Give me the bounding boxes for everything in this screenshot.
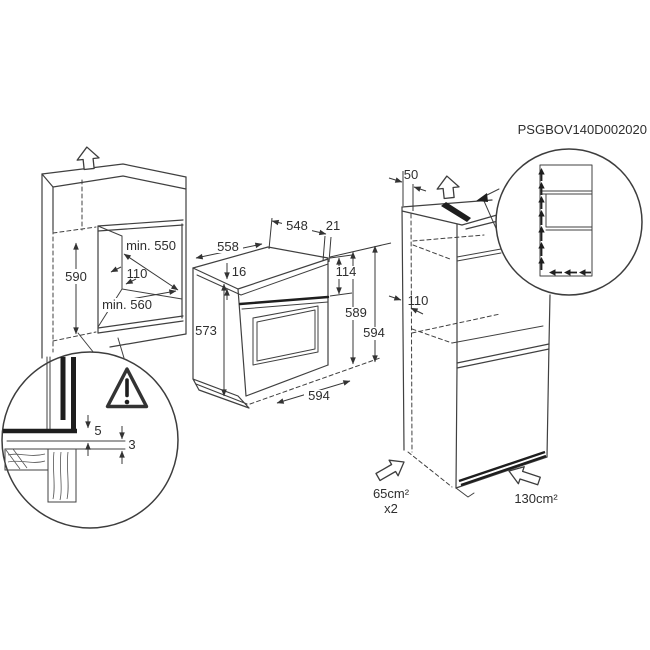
dim-oven-side-depth: 558 xyxy=(217,239,239,254)
right-cabinet-drawing xyxy=(375,171,551,498)
bottom-vent-strip xyxy=(458,450,547,487)
up-arrow-icon xyxy=(76,146,100,171)
dim-left-height: 590 xyxy=(65,269,87,284)
dim-left-clearance: 110 xyxy=(127,266,148,281)
built-in-oven-drawing xyxy=(192,217,392,409)
dim-oven-rim: 16 xyxy=(232,264,246,279)
dim-oven-top-depth: 548 xyxy=(286,218,308,233)
vent-arrow-right-icon xyxy=(508,466,541,486)
dim-oven-overhang: 21 xyxy=(326,218,340,233)
dim-line-min550 xyxy=(123,253,179,291)
bottom-gap-detail-circle xyxy=(1,351,179,529)
callout-arrowhead xyxy=(476,193,488,202)
vent-side-label: 65cm² xyxy=(373,486,410,501)
dim-arrow-50-b xyxy=(413,186,427,192)
wood-section xyxy=(4,448,77,503)
up-arrow-icon xyxy=(436,175,460,200)
airflow-detail-circle xyxy=(476,148,643,296)
airflow-left-arrows xyxy=(549,269,591,276)
dim-left-depth: min. 550 xyxy=(126,238,176,253)
left-cabinet-drawing xyxy=(41,146,187,359)
product-code: PSGBOV140D002020 xyxy=(518,122,647,137)
dim-wall-gap-50: 50 xyxy=(404,167,418,182)
dim-arrow-110-c xyxy=(388,295,402,301)
gap-3-label: 3 xyxy=(128,437,135,452)
dim-oven-height-589: 589 xyxy=(345,305,367,320)
dim-arrow-110-a xyxy=(110,266,122,273)
vent-side-qty-label: x2 xyxy=(384,501,398,516)
gap-detail-callout xyxy=(77,332,125,359)
dim-left-width: min. 560 xyxy=(102,297,152,312)
airflow-up-arrows xyxy=(538,168,545,270)
oven-door-window xyxy=(252,305,319,366)
dim-arrow-110-b xyxy=(125,278,137,285)
gap-5-label: 5 xyxy=(94,423,101,438)
vent-arrow-left-icon xyxy=(375,459,405,482)
dim-oven-body-height: 573 xyxy=(195,323,217,338)
dim-oven-width: 594 xyxy=(308,388,330,403)
dim-right-clearance-110: 110 xyxy=(408,293,429,308)
dim-arrow-110-d xyxy=(410,307,424,315)
dim-oven-height-594: 594 xyxy=(363,325,385,340)
dim-arrow-50-a xyxy=(388,177,403,183)
dim-oven-panel-height: 114 xyxy=(336,264,357,279)
warning-icon xyxy=(105,367,149,409)
vent-bottom-label: 130cm² xyxy=(514,491,558,506)
